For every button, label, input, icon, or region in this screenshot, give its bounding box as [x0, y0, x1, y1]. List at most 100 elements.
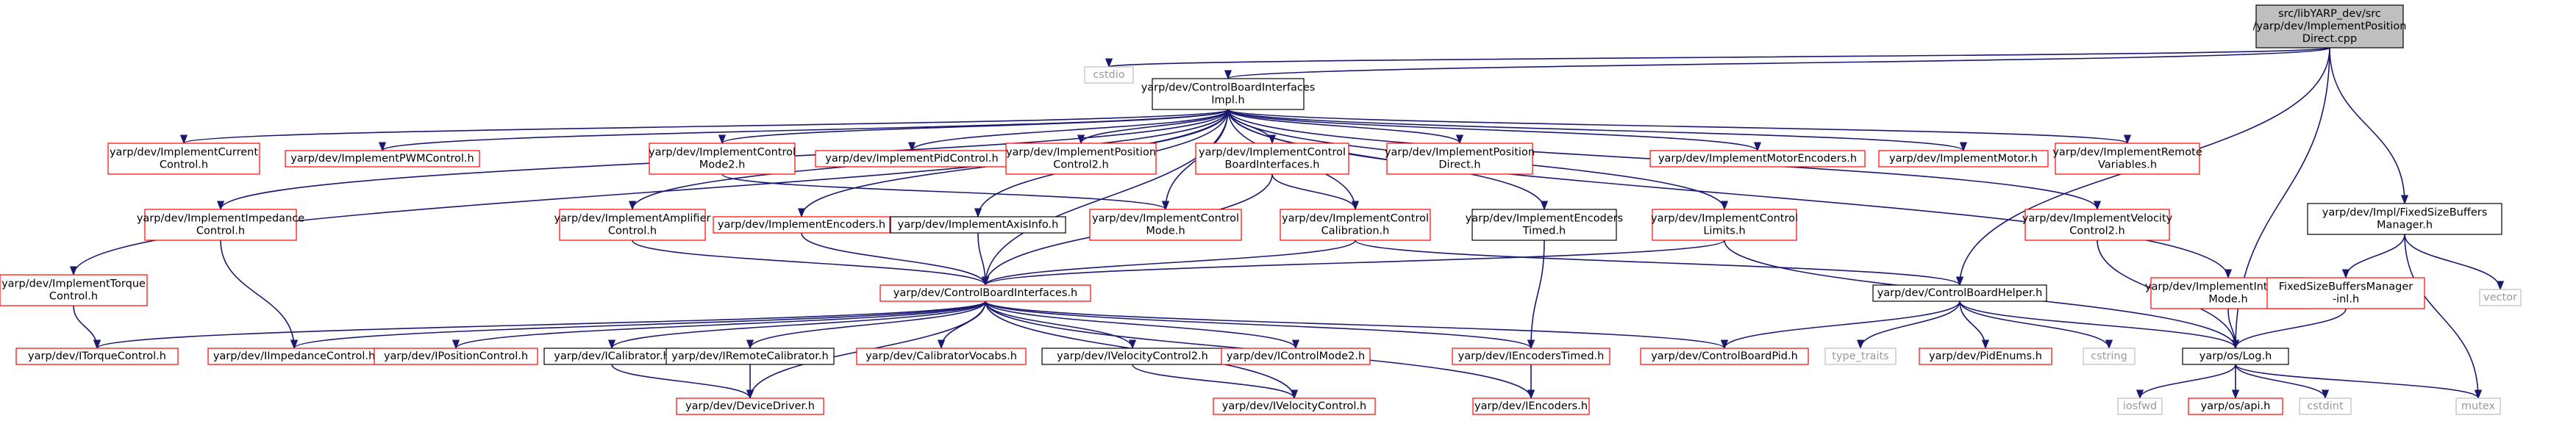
edge-fsbm-to-vector — [2404, 234, 2505, 291]
node-impl_pwm[interactable]: yarp/dev/ImplementPWMControl.h — [285, 150, 480, 168]
node-impl_cbi[interactable]: yarp/dev/ImplementControlBoardInterfaces… — [1195, 143, 1349, 175]
node-box-iosfwd — [2117, 397, 2163, 415]
edge-impl_cal-to-cbh — [1355, 240, 1963, 287]
node-impl_pid[interactable]: yarp/dev/ImplementPidControl.h — [815, 150, 1009, 168]
node-mutex[interactable]: mutex — [2455, 397, 2501, 415]
node-ical[interactable]: yarp/dev/ICalibrator.h — [543, 348, 680, 365]
edge-impl_amp-to-cbi — [632, 240, 989, 287]
node-label-root: /yarp/dev/ImplementPosition — [2253, 21, 2407, 32]
node-impl_axis[interactable]: yarp/dev/ImplementAxisInfo.h — [890, 216, 1066, 234]
node-label-impl_cbi: BoardInterfaces.h — [1225, 159, 1320, 171]
node-label-impl_cal: Calibration.h — [1321, 226, 1390, 237]
node-label-impl_cal: yarp/dev/ImplementControl — [1282, 213, 1429, 225]
edge-cbi_impl-to-impl_pid — [908, 109, 1229, 152]
node-iimp[interactable]: yarp/dev/IImpedanceControl.h — [207, 348, 381, 365]
node-box-impl_vel2 — [2024, 209, 2170, 241]
node-label-impl_enct: yarp/dev/ImplementEncoders — [1466, 213, 1623, 225]
node-label-impl_inter: Mode.h — [2208, 294, 2247, 306]
node-cbh[interactable]: yarp/dev/ControlBoardHelper.h — [1872, 284, 2047, 302]
edge-cbi_impl-to-impl_remvar — [1227, 109, 2131, 145]
node-devdriver[interactable]: yarp/dev/DeviceDriver.h — [676, 397, 824, 415]
node-box-impl_cal — [1280, 209, 1431, 241]
node-label-impl_pos2: Control2.h — [1053, 159, 1108, 171]
edge-cbi-to-itorque — [93, 301, 986, 350]
node-vector[interactable]: vector — [2479, 289, 2522, 306]
node-box-ienc — [1472, 397, 1590, 415]
node-iosfwd[interactable]: iosfwd — [2117, 397, 2163, 415]
node-label-impl_amp: yarp/dev/ImplementAmplifier — [554, 213, 711, 225]
node-cbi[interactable]: yarp/dev/ControlBoardInterfaces.h — [880, 284, 1091, 302]
node-fsbm[interactable]: yarp/dev/Impl/FixedSizeBuffersManager.h — [2307, 203, 2502, 235]
edge-ivel2-to-ivel — [1132, 364, 1299, 400]
node-root[interactable]: src/libYARP_dev/src/yarp/dev/ImplementPo… — [2253, 4, 2407, 48]
node-box-impl_current — [107, 143, 260, 175]
node-cstring[interactable]: cstring — [2083, 348, 2136, 365]
node-ienct[interactable]: yarp/dev/IEncodersTimed.h — [1452, 348, 1610, 365]
node-label-impl_pid: yarp/dev/ImplementPidControl.h — [825, 153, 998, 165]
node-label-impl_vel2: Control2.h — [2069, 226, 2124, 237]
node-log[interactable]: yarp/os/Log.h — [2182, 348, 2289, 365]
node-label-impl_axis: yarp/dev/ImplementAxisInfo.h — [898, 219, 1059, 231]
node-box-impl_remvar — [2055, 143, 2200, 175]
edge-cbi-to-ical — [608, 301, 986, 350]
node-box-impl_torque — [0, 274, 148, 306]
node-label-impl_pwm: yarp/dev/ImplementPWMControl.h — [290, 153, 474, 165]
node-label-impl_remvar: yarp/dev/ImplementRemote — [2052, 147, 2202, 159]
node-icm2[interactable]: yarp/dev/IControlMode2.h — [1221, 348, 1371, 365]
node-box-impl_posdir — [1386, 143, 1533, 175]
node-label-impl_lim: yarp/dev/ImplementControl — [1651, 213, 1798, 225]
node-label-impl_enc: yarp/dev/ImplementEncoders.h — [718, 219, 885, 231]
node-type_traits[interactable]: type_traits — [1824, 348, 1897, 365]
node-pidenums[interactable]: yarp/dev/PidEnums.h — [1919, 348, 2052, 365]
node-label-impl_enct: Timed.h — [1522, 226, 1566, 237]
node-impl_motenc[interactable]: yarp/dev/ImplementMotorEncoders.h — [1649, 150, 1866, 168]
node-ienc[interactable]: yarp/dev/IEncoders.h — [1472, 397, 1590, 415]
node-label-ivel: yarp/dev/IVelocityControl.h — [1222, 400, 1366, 412]
node-cstdio[interactable]: cstdio — [1084, 66, 1134, 84]
node-box-mutex — [2455, 397, 2501, 415]
file-nodes: src/libYARP_dev/src/yarp/dev/ImplementPo… — [0, 4, 2522, 415]
node-box-ivel — [1213, 397, 1376, 415]
node-cbpid[interactable]: yarp/dev/ControlBoardPid.h — [1640, 348, 1809, 365]
node-osapi[interactable]: yarp/os/api.h — [2188, 397, 2283, 415]
node-cstdint[interactable]: cstdint — [2299, 397, 2352, 415]
node-box-ienct — [1452, 348, 1610, 365]
node-ipos[interactable]: yarp/dev/IPositionControl.h — [374, 348, 538, 365]
node-box-impl_cbi — [1195, 143, 1349, 175]
node-box-impl_cm — [1089, 209, 1242, 241]
edge-impl_imp-to-iimp — [220, 240, 299, 350]
node-fsbm_inl[interactable]: FixedSizeBuffersManager-inl.h — [2266, 277, 2425, 309]
edge-cbh-to-cbpid — [1720, 301, 1960, 350]
edge-root-to-cbi_impl — [1224, 47, 2330, 80]
node-ivel[interactable]: yarp/dev/IVelocityControl.h — [1213, 397, 1376, 415]
edge-impl_cal-to-cbi — [982, 240, 1356, 287]
node-calvocabs[interactable]: yarp/dev/CalibratorVocabs.h — [856, 348, 1027, 365]
edge-cbi-to-cbpid — [985, 301, 1728, 350]
node-impl_enc[interactable]: yarp/dev/ImplementEncoders.h — [713, 216, 891, 234]
edge-cbi_impl-to-impl_motenc — [1227, 109, 1761, 152]
node-label-vector: vector — [2483, 292, 2517, 303]
edge-cbi-to-iimp — [290, 301, 986, 350]
node-iremcal[interactable]: yarp/dev/IRemoteCalibrator.h — [666, 348, 835, 365]
node-ivel2[interactable]: yarp/dev/IVelocityControl2.h — [1041, 348, 1224, 365]
node-label-impl_motenc: yarp/dev/ImplementMotorEncoders.h — [1658, 153, 1857, 165]
node-itorque[interactable]: yarp/dev/ITorqueControl.h — [15, 348, 179, 365]
node-label-iremcal: yarp/dev/IRemoteCalibrator.h — [671, 350, 828, 362]
node-label-impl_current: Control.h — [160, 159, 208, 171]
node-box-itorque — [15, 348, 179, 365]
node-impl_motor[interactable]: yarp/dev/ImplementMotor.h — [1878, 150, 2049, 168]
